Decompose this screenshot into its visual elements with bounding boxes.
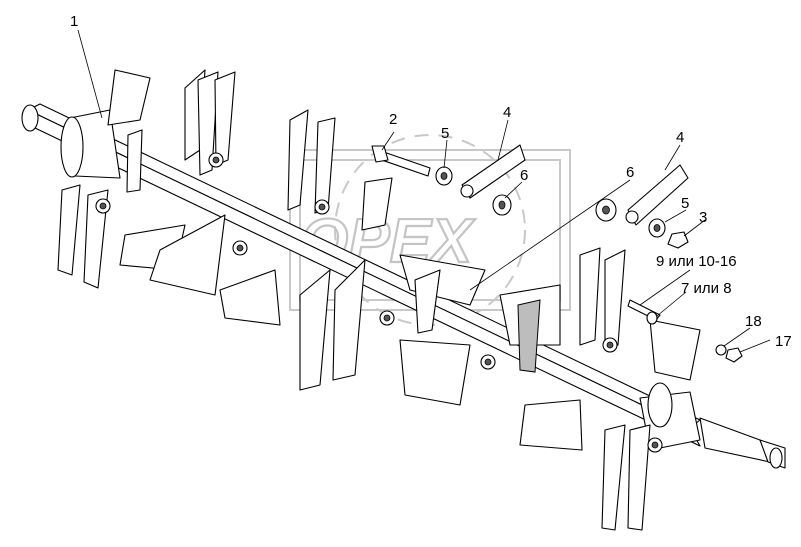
callout-6b: 6 bbox=[626, 164, 634, 181]
blade-group-left-bottom bbox=[57, 184, 248, 296]
blade-group-center-bottom bbox=[219, 254, 496, 406]
callout-2: 2 bbox=[389, 111, 397, 128]
callout-17: 17 bbox=[775, 333, 792, 350]
callout-4a: 4 bbox=[503, 104, 511, 121]
callout-labels: 1 2 5 4 6 6 4 5 3 9 или 10-16 7 или 8 18… bbox=[70, 13, 792, 350]
nut-part-17 bbox=[725, 347, 743, 363]
callout-9-or-10-16: 9 или 10-16 bbox=[656, 253, 737, 270]
nut-part-3 bbox=[667, 231, 689, 249]
callout-18: 18 bbox=[745, 313, 762, 330]
washer-part-7 bbox=[646, 311, 658, 325]
washer-part-18 bbox=[715, 344, 727, 356]
leader-lines bbox=[77, 29, 771, 353]
blade-group-right bbox=[499, 247, 701, 531]
blade-group-left-top bbox=[107, 69, 236, 193]
callout-4b: 4 bbox=[676, 129, 684, 146]
callout-5b: 5 bbox=[681, 195, 689, 212]
callout-3: 3 bbox=[699, 209, 707, 226]
blade-group-center-top bbox=[287, 109, 393, 231]
callout-7-or-8: 7 или 8 bbox=[681, 280, 732, 297]
callout-5a: 5 bbox=[441, 125, 449, 142]
callout-6a: 6 bbox=[520, 167, 528, 184]
exploded-parts bbox=[371, 144, 743, 363]
callout-1: 1 bbox=[70, 13, 78, 30]
